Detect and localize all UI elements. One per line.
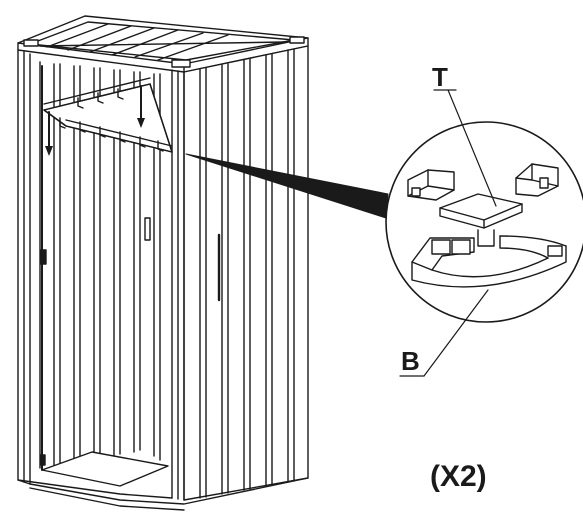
leader-lines	[399, 89, 497, 377]
shed-left-post	[17, 49, 31, 485]
shed-roof	[17, 15, 309, 73]
label-b: B	[401, 346, 420, 376]
shed-side-wall	[183, 45, 309, 501]
shed-front-post	[171, 69, 185, 501]
shed-floor	[17, 451, 309, 511]
quantity-label: (X2)	[430, 460, 487, 493]
shed-top-frame	[43, 77, 173, 156]
label-t: T	[432, 62, 448, 92]
detail-circle	[385, 121, 583, 323]
